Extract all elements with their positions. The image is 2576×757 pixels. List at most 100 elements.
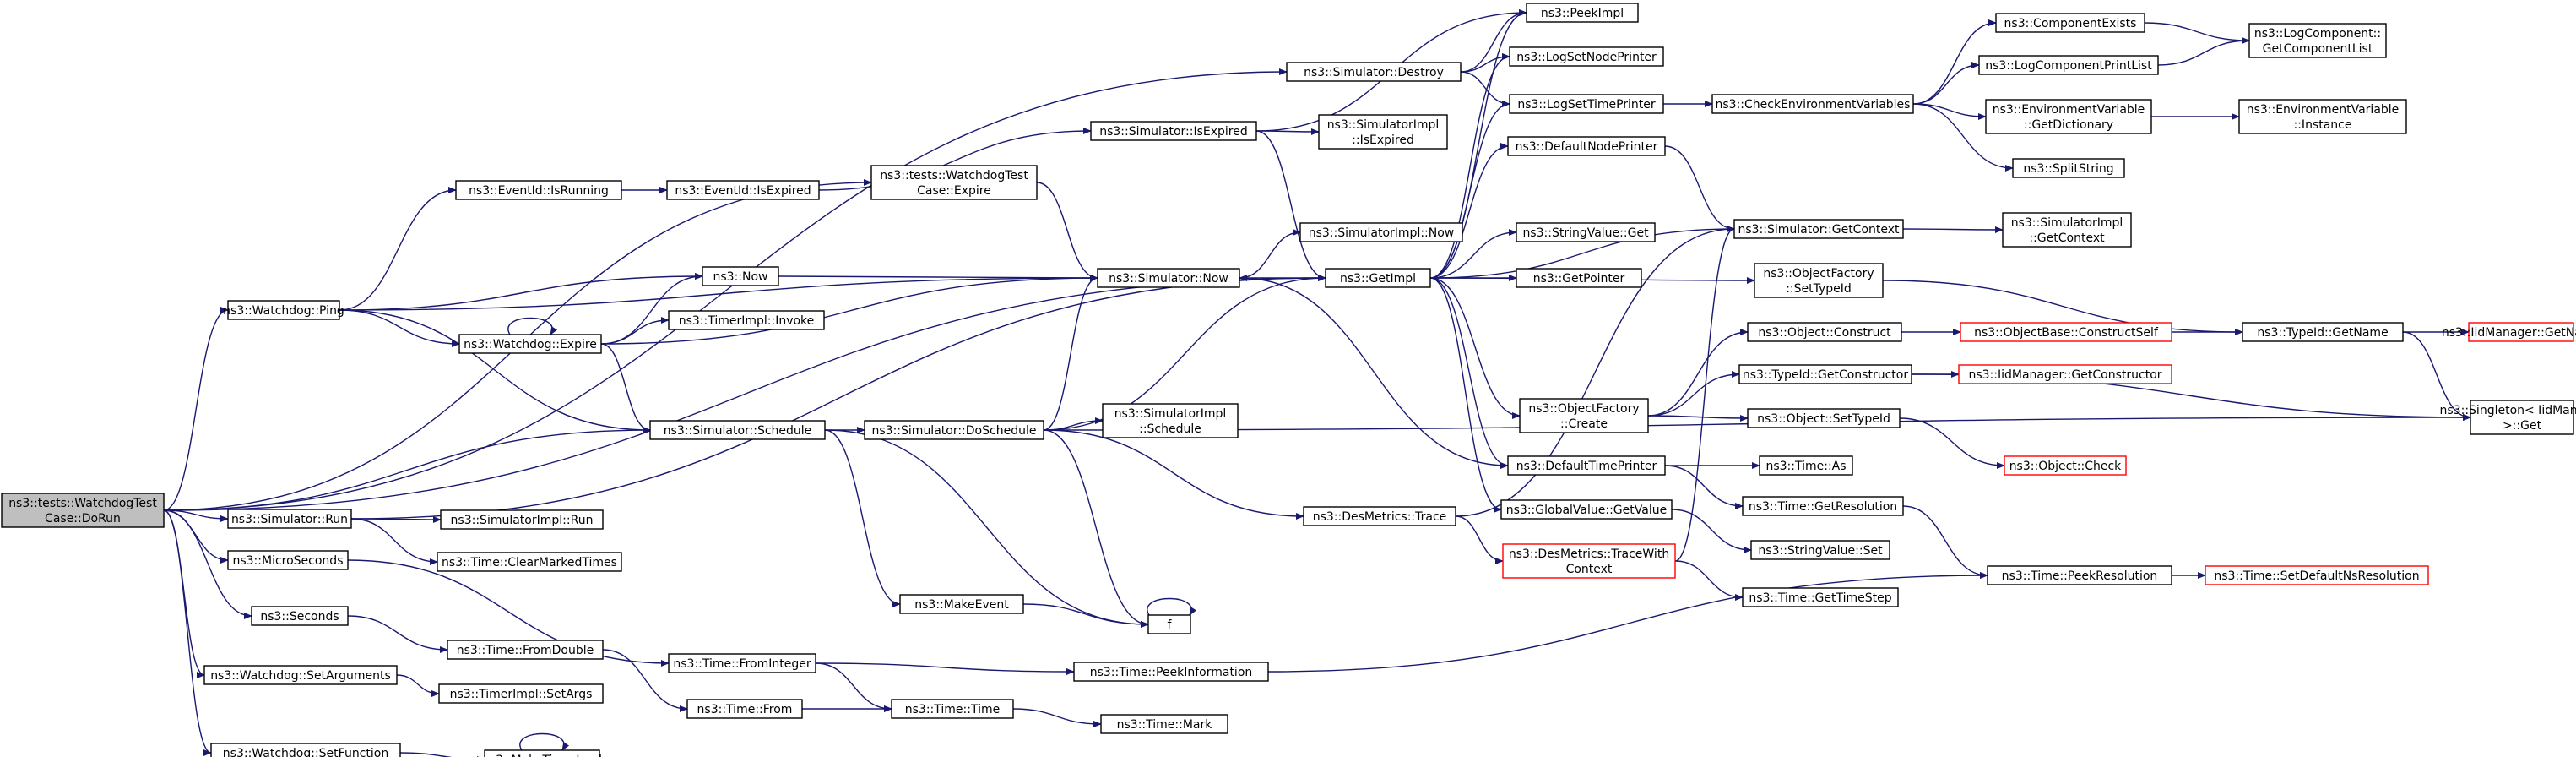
node-frominteger[interactable]: ns3::Time::FromInteger (668, 653, 816, 673)
node-simisexpired[interactable]: ns3::Simulator::IsExpired (1090, 121, 1257, 141)
node-box (1995, 13, 2145, 33)
node-typegetname[interactable]: ns3::TypeId::GetName (2242, 322, 2404, 342)
node-objfactcreate[interactable]: ns3::ObjectFactory::Create (1519, 398, 1649, 433)
node-setfunc[interactable]: ns3::Watchdog::SetFunction (210, 743, 401, 757)
node-peekimpl[interactable]: ns3::PeekImpl (1526, 3, 1639, 23)
node-envinstance[interactable]: ns3::EnvironmentVariable::Instance (2238, 99, 2407, 134)
node-objcheck[interactable]: ns3::Object::Check (2004, 455, 2127, 476)
node-splitstring[interactable]: ns3::SplitString (2012, 158, 2125, 178)
node-objfactset[interactable]: ns3::ObjectFactory::SetTypeId (1754, 263, 1884, 298)
node-deftimeprint[interactable]: ns3::DefaultTimePrinter (1507, 455, 1666, 476)
node-peekres[interactable]: ns3::Time::PeekResolution (1987, 565, 2172, 585)
node-micro[interactable]: ns3::MicroSeconds (227, 550, 349, 570)
node-logcompget[interactable]: ns3::LogComponent::GetComponentList (2248, 23, 2387, 58)
node-box (899, 594, 1024, 614)
node-label: ns3::Object::Construct (1758, 326, 1891, 340)
node-peekinfo[interactable]: ns3::Time::PeekInformation (1073, 662, 1269, 682)
node-getresolution[interactable]: ns3::Time::GetResolution (1742, 496, 1904, 516)
edge-objfactset-to-typegetname (1882, 280, 2243, 335)
node-iidgetcons[interactable]: ns3::IidManager::GetConstructor (1958, 364, 2172, 384)
node-f[interactable]: f (1147, 614, 1191, 634)
node-simimplnow[interactable]: ns3::SimulatorImpl::Now (1299, 222, 1463, 242)
node-simimplsched[interactable]: ns3::SimulatorImpl::Schedule (1102, 403, 1239, 438)
node-envgetdict[interactable]: ns3::EnvironmentVariable::GetDictionary (1985, 99, 2152, 134)
node-gettimestep[interactable]: ns3::Time::GetTimeStep (1742, 587, 1899, 607)
node-destroy[interactable]: ns3::Simulator::Destroy (1286, 62, 1462, 82)
node-setargs[interactable]: ns3::Watchdog::SetArguments (203, 665, 398, 685)
node-simnow[interactable]: ns3::Simulator::Now (1097, 268, 1240, 288)
node-lognodeprint[interactable]: ns3::LogSetNodePrinter (1509, 46, 1664, 67)
node-simgetctx[interactable]: ns3::Simulator::GetContext (1733, 219, 1904, 239)
node-run[interactable]: ns3::Simulator::Run (227, 509, 352, 529)
edge-simgetctx-to-simimplctx (1902, 226, 2004, 233)
edge-timetime-to-timemark (1012, 708, 1102, 727)
node-box (686, 699, 803, 719)
node-simimplisexp[interactable]: ns3::SimulatorImpl::IsExpired (1318, 114, 1448, 150)
edge-f-to-f (1147, 597, 1197, 616)
node-label: ns3::TypeId::GetConstructor (1743, 368, 1908, 382)
node-logtimeprint[interactable]: ns3::LogSetTimePrinter (1509, 94, 1664, 114)
node-isrunning[interactable]: ns3::EventId::IsRunning (455, 180, 622, 200)
node-simimplctx[interactable]: ns3::SimulatorImpl::GetContext (2002, 212, 2132, 248)
node-label: ns3::SimulatorImpl::Run (451, 514, 594, 527)
node-doschedule[interactable]: ns3::Simulator::DoSchedule (864, 420, 1044, 440)
node-typegetcons[interactable]: ns3::TypeId::GetConstructor (1738, 364, 1912, 384)
node-makeevent[interactable]: ns3::MakeEvent (899, 594, 1024, 614)
node-label: ns3::Time::Mark (1117, 718, 1213, 732)
node-getimpl[interactable]: ns3::GetImpl (1325, 268, 1431, 288)
node-timemark[interactable]: ns3::Time::Mark (1100, 714, 1228, 734)
node-timeas[interactable]: ns3::Time::As (1759, 455, 1853, 476)
node-timetime[interactable]: ns3::Time::Time (891, 699, 1014, 719)
node-label: ns3::EnvironmentVariable (1993, 103, 2145, 117)
node-isexpired[interactable]: ns3::EventId::IsExpired (666, 180, 820, 200)
node-iidgetname[interactable]: ns3::IidManager::GetName (2442, 322, 2576, 342)
node-strvalset[interactable]: ns3::StringValue::Set (1750, 540, 1890, 560)
node-seconds[interactable]: ns3::Seconds (251, 606, 349, 626)
node-strvalget[interactable]: ns3::StringValue::Get (1516, 222, 1656, 242)
edge-run-to-getimpl (350, 275, 1326, 520)
node-label: ns3::tests::WatchdogTest (8, 497, 157, 510)
node-singleton[interactable]: ns3::Singleton< IidManager>::Get (2440, 400, 2576, 435)
node-desmetrics[interactable]: ns3::DesMetrics::Trace (1303, 506, 1456, 526)
node-simimplrun[interactable]: ns3::SimulatorImpl::Run (440, 509, 604, 530)
node-box (2238, 99, 2407, 134)
edge-seconds-to-fromdouble (347, 615, 448, 653)
edge-getresolution-to-peekres (1902, 505, 1988, 579)
node-objbasecons[interactable]: ns3::ObjectBase::ConstructSelf (1960, 322, 2172, 342)
node-timerset[interactable]: ns3::TimerImpl::SetArgs (438, 683, 604, 704)
edge-peekinfo-to-peekres (1267, 572, 1988, 673)
node-box (1516, 268, 1642, 288)
node-defnodeprint[interactable]: ns3::DefaultNodePrinter (1507, 136, 1666, 156)
node-label: ns3::ObjectFactory (1763, 267, 1874, 280)
edge-objfactcreate-to-objconstruct (1647, 329, 1749, 417)
node-label: ns3::Time::ClearMarkedTimes (442, 556, 617, 569)
node-logcompprint[interactable]: ns3::LogComponentPrintList (1978, 55, 2159, 75)
node-wdexpire[interactable]: ns3::Watchdog::Expire (458, 334, 602, 354)
node-objsettype[interactable]: ns3::Object::SetTypeId (1747, 408, 1901, 428)
node-label: ns3::SplitString (2023, 162, 2113, 176)
node-objconstruct[interactable]: ns3::Object::Construct (1747, 322, 1902, 342)
node-setdefns[interactable]: ns3::Time::SetDefaultNsResolution (2205, 565, 2429, 585)
node-timefrom[interactable]: ns3::Time::From (686, 699, 803, 719)
node-checkenv[interactable]: ns3::CheckEnvironmentVariables (1711, 94, 1914, 114)
node-ping[interactable]: ns3::Watchdog::Ping (223, 300, 344, 320)
node-maketimer[interactable]: ns3::MakeTimerImpl (482, 749, 602, 757)
node-schedule[interactable]: ns3::Simulator::Schedule (649, 420, 826, 440)
node-box (455, 180, 622, 200)
node-box (438, 683, 604, 704)
node-now[interactable]: ns3::Now (702, 266, 779, 286)
node-getpointer[interactable]: ns3::GetPointer (1516, 268, 1642, 288)
edge-ping-to-wdexpire (339, 309, 460, 347)
node-clearmarked[interactable]: ns3::Time::ClearMarkedTimes (437, 552, 622, 572)
node-label: ns3::DesMetrics::Trace (1313, 510, 1447, 524)
edge-ping-to-now (339, 273, 703, 311)
node-timerinvoke[interactable]: ns3::TimerImpl::Invoke (668, 310, 825, 330)
node-compexists[interactable]: ns3::ComponentExists (1995, 13, 2145, 33)
node-fromdouble[interactable]: ns3::Time::FromDouble (447, 640, 604, 660)
node-globalget[interactable]: ns3::GlobalValue::GetValue (1500, 499, 1673, 520)
node-label: ns3::EnvironmentVariable (2247, 103, 2400, 117)
